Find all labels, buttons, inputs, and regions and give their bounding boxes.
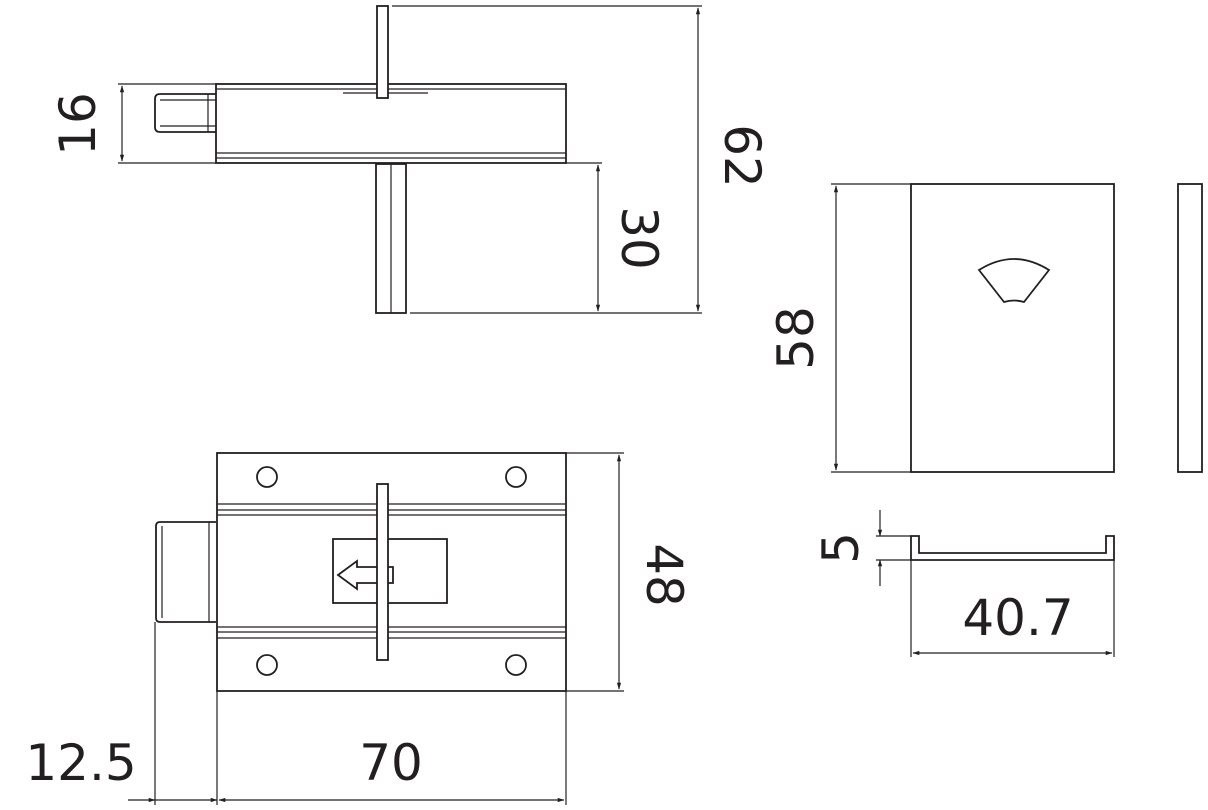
screw-hole-top-right: [505, 466, 527, 488]
dim-label-48: 48: [635, 543, 693, 607]
dimension-16: 16: [49, 83, 216, 164]
top-view: [154, 5, 567, 314]
dim-label-70: 70: [359, 734, 423, 792]
screw-hole-top-left: [256, 466, 278, 488]
front-bolt-stub: [155, 521, 216, 623]
dimension-48: 48: [566, 452, 693, 692]
dimension-70: 70: [218, 691, 567, 805]
dim-label-40-7: 40.7: [962, 589, 1073, 647]
dim-label-62: 62: [713, 124, 771, 188]
strike-plate-edge: [1177, 183, 1203, 473]
dimension-62: 62: [392, 5, 771, 314]
strike-plate: [910, 183, 1203, 473]
keyhole-slot: [977, 258, 1051, 304]
dimension-30: 30: [566, 162, 668, 312]
channel-body: [215, 83, 567, 164]
dimension-5: 5: [812, 510, 911, 586]
dim-label-12-5: 12.5: [25, 734, 136, 792]
catch-channel: [910, 535, 1115, 561]
dimension-58: 58: [767, 183, 911, 473]
dimension-40-7: 40.7: [910, 560, 1115, 657]
dim-label-30: 30: [610, 206, 668, 270]
dimension-12-5: 12.5: [25, 622, 218, 805]
front-view: [155, 452, 567, 692]
dim-label-58: 58: [767, 306, 825, 370]
strike-plate-face: [910, 183, 1115, 473]
dim-label-5: 5: [812, 532, 870, 564]
bolt-stub: [154, 93, 216, 133]
screw-hole-bottom-left: [256, 654, 278, 676]
knob-upper: [376, 5, 389, 99]
screw-hole-bottom-right: [505, 654, 527, 676]
front-knob: [376, 483, 389, 661]
base-plate: [216, 452, 567, 692]
dim-label-16: 16: [49, 92, 107, 156]
catch-profile: [910, 535, 1115, 561]
